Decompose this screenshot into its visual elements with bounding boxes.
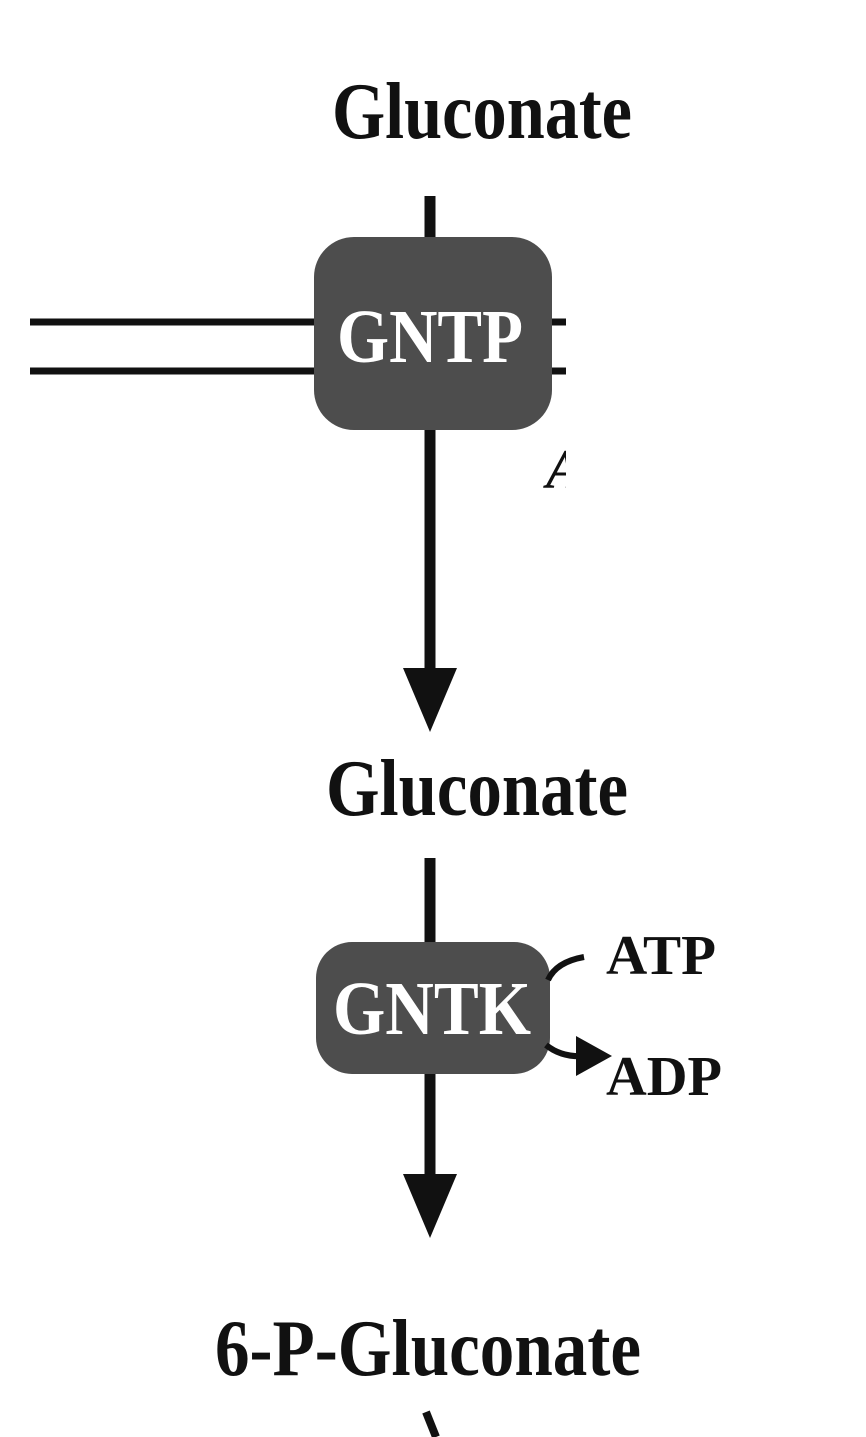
downstream-line-fragment [422,1410,440,1437]
fragment-crop-mask [566,430,626,510]
gntp-label: GNTP [337,295,523,379]
adp-label: ADP [606,1046,722,1108]
gluconate-outside-label: Gluconate [332,68,632,156]
kinase-arrow-head [403,1174,457,1238]
gntk-label: GNTK [333,967,531,1051]
atp-label: ATP [606,925,716,987]
gntk-box [316,942,550,1074]
six-p-gluconate-label: 6-P-Gluconate [215,1305,641,1393]
gntp-box [314,237,552,430]
gntk-kinase: GNTK [316,942,550,1074]
atp-adp-side-reaction: ATP ADP [544,925,722,1108]
kinase-arrow [403,1074,457,1238]
transport-arrow [403,430,457,732]
gntp-transporter: GNTP [314,237,552,430]
transport-arrow-head [403,668,457,732]
gluconate-inside-label: Gluconate [326,745,628,833]
atp-connector-curve [545,954,585,982]
adp-arrow-head [576,1036,612,1076]
